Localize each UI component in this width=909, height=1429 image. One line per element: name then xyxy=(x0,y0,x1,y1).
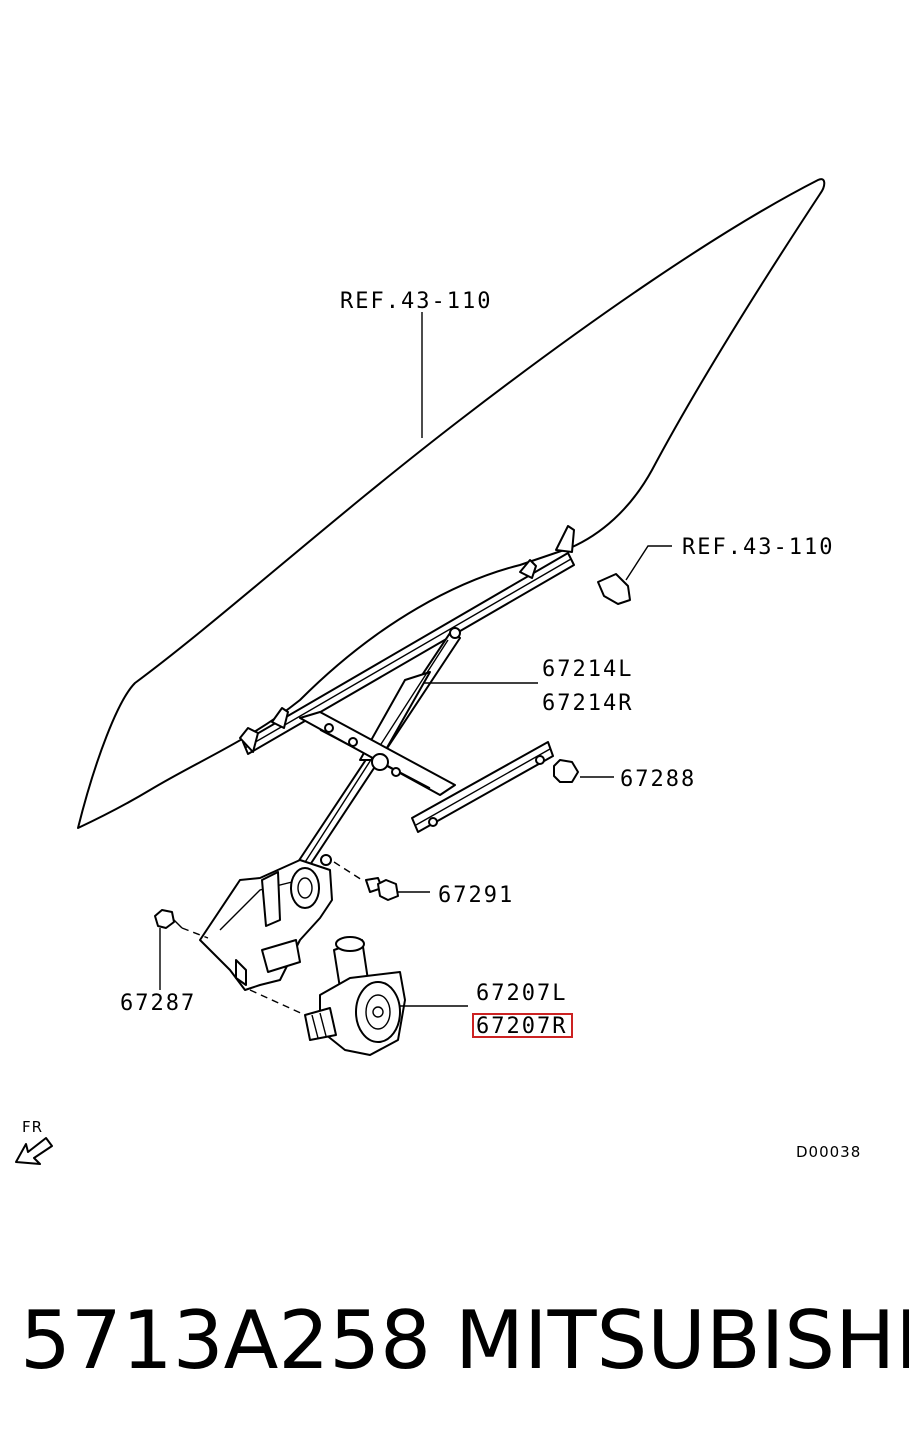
nut-67288 xyxy=(553,759,614,783)
window-motor xyxy=(304,936,406,1056)
door-glass xyxy=(77,178,826,829)
dashed-guides xyxy=(181,861,363,1016)
front-direction-marker: FR xyxy=(15,1118,53,1165)
label-67288: 67288 xyxy=(620,767,696,792)
label-67207r: 67207R xyxy=(476,1014,567,1039)
label-67214l: 67214L xyxy=(542,657,633,682)
regulator-base-plate xyxy=(199,854,333,991)
guide-rail xyxy=(411,741,554,833)
label-67287: 67287 xyxy=(120,991,196,1016)
glass-channel xyxy=(239,525,575,755)
label-67207l: 67207L xyxy=(476,981,567,1006)
footer-part-number: 5713A258 xyxy=(20,1294,431,1387)
diagram-code: D00038 xyxy=(796,1143,861,1161)
label-67291: 67291 xyxy=(438,883,514,908)
label-ref-right: REF.43-110 xyxy=(682,535,834,560)
label-67214r: 67214R xyxy=(542,691,633,716)
fr-label: FR xyxy=(22,1118,43,1136)
label-ref-top: REF.43-110 xyxy=(340,289,492,314)
highlight-box xyxy=(472,1013,573,1038)
leader-lines xyxy=(159,312,672,1007)
bolt-67291 xyxy=(365,877,430,901)
front-arrow-icon xyxy=(15,1137,53,1165)
footer-brand: MITSUBISHI xyxy=(455,1294,909,1387)
screw-67287 xyxy=(154,909,183,929)
